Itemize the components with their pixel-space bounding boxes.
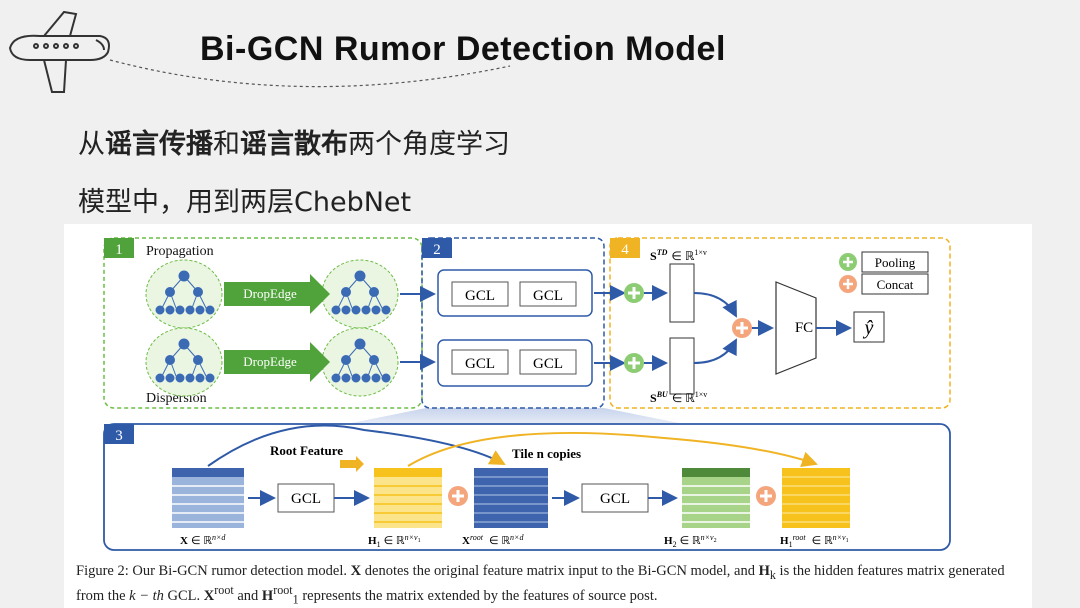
- figure-caption: Figure 2: Our Bi-GCN rumor detection mod…: [76, 564, 1026, 608]
- subtitle-line-2: 模型中，用到两层ChebNet: [78, 187, 412, 218]
- box-1-number: 1: [115, 242, 123, 258]
- box-4-number: 4: [621, 242, 629, 258]
- caption-text: is the hidden features matrix generated …: [76, 563, 1005, 604]
- text-suffix: 两个角度学习: [348, 129, 510, 160]
- subtitle-line-1: 从谣言传播和谣言散布两个角度学习: [78, 122, 510, 161]
- gcl-label: GCL: [600, 491, 630, 507]
- box-4: [609, 237, 951, 409]
- caption-h1root: H: [261, 587, 274, 604]
- text-mid: 和: [213, 129, 240, 160]
- plus-icon: [624, 353, 644, 373]
- plus-icon: [839, 253, 857, 271]
- caption-text: Figure 2: Our Bi-GCN rumor detection mod…: [76, 563, 348, 579]
- caption-h1root-sup: root: [273, 582, 293, 597]
- caption-hk-sub: k: [769, 567, 776, 582]
- text-bold-dispersion: 谣言散布: [240, 129, 348, 160]
- gcl-label: GCL: [533, 288, 563, 304]
- caption-text: GCL.: [167, 587, 201, 604]
- x-dim-label: X∈ ℝn×d: [180, 533, 226, 547]
- plus-icon: [624, 283, 644, 303]
- sbu-label: SBU∈ ℝ1×v: [650, 390, 707, 405]
- caption-hk: H: [758, 563, 770, 579]
- h1-dim-label: H1∈ ℝn×v1: [368, 533, 421, 549]
- caption-text: denotes the original feature matrix inpu…: [364, 563, 755, 579]
- yhat-label: ŷ: [863, 317, 874, 339]
- caption-xroot: X: [203, 587, 215, 604]
- gcl-label: GCL: [291, 491, 321, 507]
- matrix-x: [172, 468, 244, 528]
- plus-icon: [448, 486, 468, 506]
- gcl-label: GCL: [465, 288, 495, 304]
- box-3-number: 3: [115, 428, 123, 444]
- page-title: Bi-GCN Rumor Detection Model: [200, 30, 726, 68]
- h2-dim-label: H2∈ ℝn×v2: [664, 533, 717, 549]
- caption-kth: k − th: [129, 587, 164, 604]
- fc-label: FC: [795, 320, 813, 336]
- gcl-label: GCL: [533, 356, 563, 372]
- matrix-h2: [682, 468, 750, 528]
- matrix-h1: [374, 468, 442, 528]
- tile-copies-label: Tile n copies: [512, 446, 581, 461]
- dropedge-bottom-label: DropEdge: [243, 354, 297, 369]
- box-2: [421, 237, 605, 409]
- text-prefix: 从: [78, 129, 105, 160]
- dropedge-top-label: DropEdge: [243, 286, 297, 301]
- plus-icon: [839, 275, 857, 293]
- pooling-label: Pooling: [875, 255, 916, 270]
- caption-xroot-sup: root: [214, 582, 234, 597]
- matrix-h1root: [782, 468, 850, 528]
- box-3: [103, 423, 951, 551]
- caption-h1root-sub: 1: [292, 592, 299, 607]
- root-feature-label: Root Feature: [270, 443, 343, 458]
- caption-text: and: [237, 587, 259, 604]
- model-diagram: 1 Propagation Dispersion DropEdge DropEd…: [103, 237, 951, 551]
- plus-icon: [756, 486, 776, 506]
- gcl-label: GCL: [465, 356, 495, 372]
- model-figure: 1 Propagation Dispersion DropEdge DropEd…: [64, 224, 1032, 608]
- propagation-label: Propagation: [146, 244, 214, 259]
- concat-label: Concat: [877, 277, 914, 292]
- matrix-xroot: [474, 468, 548, 528]
- h1root-dim-label: H1root∈ ℝn×v1: [780, 533, 849, 549]
- box-2-number: 2: [433, 242, 441, 258]
- std-label: STD∈ ℝ1×v: [650, 248, 707, 263]
- airplane-icon: [8, 10, 511, 93]
- text-bold-propagation: 谣言传播: [105, 129, 213, 160]
- plus-icon: [732, 318, 752, 338]
- caption-x: X: [350, 563, 362, 579]
- caption-text: represents the matrix extended by the fe…: [302, 587, 658, 604]
- xroot-dim-label: Xroot∈ ℝn×d: [462, 533, 524, 547]
